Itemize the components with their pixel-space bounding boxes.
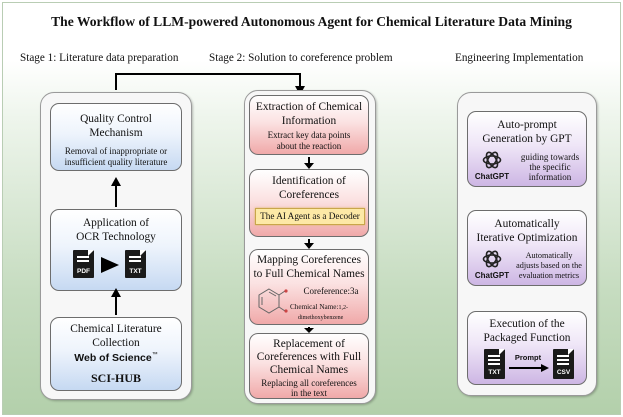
web-of-science-logo: Web of Science™: [74, 352, 158, 364]
pdf-label: PDF: [77, 268, 90, 275]
txt-document-icon: TXT: [484, 349, 505, 379]
ocr-title-line2: OCR Technology: [76, 231, 156, 243]
identification-box: Identification of Coreferences The AI Ag…: [249, 169, 369, 237]
replacement-desc-line2: in the text: [291, 388, 327, 398]
extraction-title-line1: Extraction of Chemical: [255, 101, 363, 113]
autoprompt-desc-line3: information: [528, 172, 572, 182]
arrow-mapping-to-replacement-head: [304, 328, 314, 333]
chatgpt-label: ChatGPT: [474, 172, 510, 181]
coreference-label: Coreference:3a: [303, 286, 359, 296]
prompt-arrow-label: Prompt: [514, 353, 542, 362]
stage2-heading: Stage 2: Solution to coreference problem: [209, 52, 393, 64]
chatgpt-label: ChatGPT: [474, 271, 510, 280]
txt-document-icon: TXT: [125, 250, 146, 278]
arrow-ocr-to-quality: [115, 185, 117, 207]
chatgpt-logo-icon: [482, 250, 502, 268]
collection-title-line2: Collection: [92, 337, 140, 349]
mapping-title-line1: Mapping Coreferences: [256, 254, 362, 266]
iterative-desc-line3: evaluation metrics: [518, 271, 580, 280]
arrow-collection-to-ocr-head: [111, 288, 121, 297]
ocr-title-line1: Application of: [82, 217, 150, 229]
autoprompt-title-line1: Auto-prompt: [497, 119, 557, 131]
ocr-box: Application of OCR Technology PDF TXT: [50, 209, 182, 291]
autoprompt-desc-line1: guiding towards: [520, 152, 580, 162]
csv-document-icon: CSV: [553, 349, 574, 379]
autoprompt-box: Auto-prompt Generation by GPT ChatGPT gu…: [467, 111, 587, 187]
quality-control-box: Quality Control Mechanism Removal of ina…: [50, 103, 182, 171]
extraction-box: Extraction of Chemical Information Extra…: [249, 95, 369, 155]
extraction-desc-line2: about the reaction: [276, 141, 342, 151]
extraction-title-line2: Information: [281, 115, 337, 127]
iterative-optimization-box: Automatically Iterative Optimization Cha…: [467, 210, 587, 286]
diagram-title: The Workflow of LLM-powered Autonomous A…: [51, 14, 572, 29]
chatgpt-logo-icon: [482, 151, 502, 169]
arrow-extraction-to-identification: [308, 157, 310, 165]
quality-desc-line1: Removal of inappropriate or: [64, 146, 168, 156]
identification-title-line2: Coreferences: [278, 189, 340, 201]
decoder-badge: The AI Agent as a Decoder: [255, 208, 365, 225]
iterative-desc-line1: Automatically: [525, 251, 573, 260]
engineering-heading: Engineering Implementation: [455, 52, 584, 64]
execution-title-line2: Packaged Function: [483, 332, 571, 344]
execution-title-line1: Execution of the: [489, 318, 565, 330]
replacement-box: Replacement of Coreferences with Full Ch…: [249, 333, 369, 399]
convert-arrow-icon: [101, 257, 119, 273]
sci-hub-logo: SCI-HUB: [90, 371, 141, 385]
collection-box: Chemical Literature Collection Web of Sc…: [50, 317, 182, 391]
chemical-name-text: Chemical Name:1,2- dimethoxybenzene: [290, 303, 348, 321]
txt-label: TXT: [129, 268, 142, 275]
execution-box: Execution of the Packaged Function TXT P…: [467, 311, 587, 385]
mapping-title-line2: to Full Chemical Names: [253, 268, 365, 280]
replacement-title-line1: Replacement of: [273, 338, 345, 350]
quality-title-line2: Mechanism: [89, 127, 143, 139]
iterative-title-line2: Iterative Optimization: [476, 232, 578, 244]
autoprompt-title-line2: Generation by GPT: [482, 133, 572, 145]
replacement-title-line2: Coreferences with Full: [256, 351, 362, 363]
iterative-desc-line2: adjusts based on the: [516, 261, 582, 270]
stage1-heading: Stage 1: Literature data preparation: [20, 52, 179, 64]
exec-txt-label: TXT: [488, 369, 501, 376]
stage2-panel: Extraction of Chemical Information Extra…: [244, 90, 376, 404]
identification-title-line1: Identification of: [272, 175, 346, 187]
pdf-document-icon: PDF: [73, 250, 94, 278]
iterative-title-line1: Automatically: [494, 218, 560, 230]
arrow-extraction-to-identification-head: [304, 163, 314, 169]
arrow-identification-to-mapping: [308, 239, 310, 245]
arrow-identification-to-mapping-head: [304, 243, 314, 249]
csv-label: CSV: [556, 369, 571, 376]
replacement-title-line3: Chemical Names: [269, 364, 349, 376]
arrow-collection-to-ocr: [115, 293, 117, 315]
collection-title-line1: Chemical Literature: [70, 323, 162, 335]
stage1-panel: Quality Control Mechanism Removal of ina…: [40, 92, 192, 400]
arrow-ocr-to-quality-head: [111, 177, 121, 186]
replacement-desc-line1: Replacing all coreferences: [261, 378, 357, 388]
quality-desc-line2: insufficient quality literature: [64, 157, 168, 167]
engineering-panel: Auto-prompt Generation by GPT ChatGPT gu…: [457, 92, 597, 396]
extraction-desc-line1: Extract key data points: [267, 130, 351, 140]
autoprompt-desc-line2: the specific: [529, 162, 571, 172]
mapping-box: Mapping Coreferences to Full Chemical Na…: [249, 249, 369, 325]
benzene-structure-icon: [258, 288, 288, 314]
prompt-arrow-icon: [509, 364, 549, 372]
quality-title-line1: Quality Control: [80, 113, 152, 125]
